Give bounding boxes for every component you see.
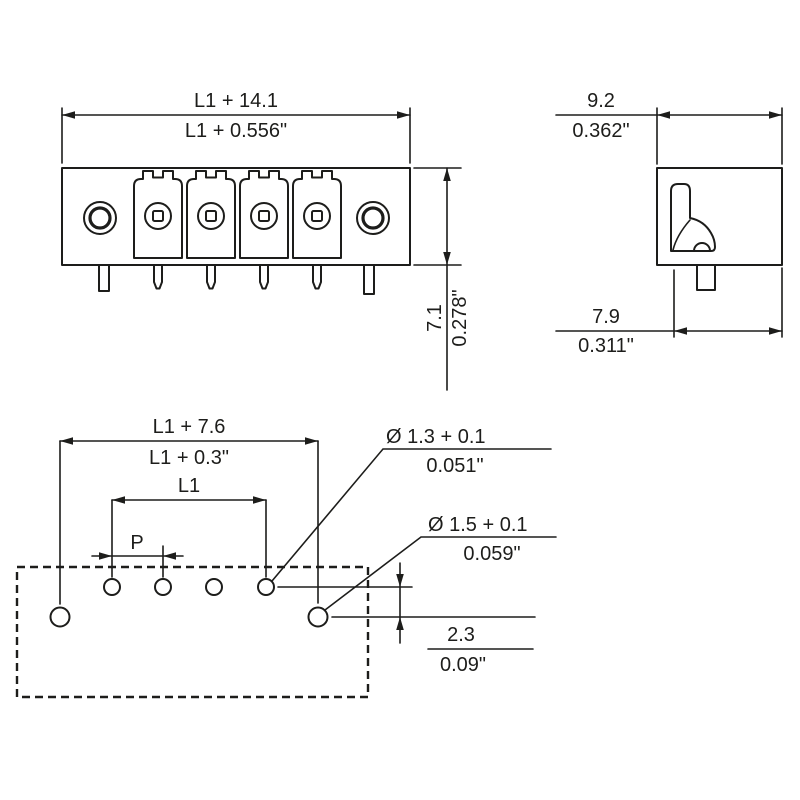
pcb-hole-small-2 bbox=[154, 578, 172, 596]
latch-roller-detail bbox=[693, 242, 711, 252]
mounting-flange-right-inner bbox=[361, 206, 385, 230]
arrowhead-left bbox=[674, 327, 687, 335]
leader-line bbox=[324, 536, 557, 611]
front-view: L1 + 14.1 L1 + 0.556" 7.1 0.278" bbox=[61, 90, 471, 391]
pcb-hole-span-metric-label: L1 + 7.6 bbox=[153, 416, 226, 438]
callout-large-hole: Ø 1.5 + 0.1 0.059" bbox=[324, 514, 557, 611]
dim-pcb-hole-span: L1 + 7.6 L1 + 0.3" bbox=[59, 416, 319, 605]
arrowhead-right bbox=[397, 111, 410, 119]
arrowhead-left bbox=[112, 496, 125, 504]
arrowhead-right bbox=[769, 111, 782, 119]
arrowhead-left bbox=[62, 111, 75, 119]
arrowhead-right bbox=[253, 496, 266, 504]
arrowhead-right bbox=[305, 437, 318, 445]
pcb-drilling-plan: L1 + 7.6 L1 + 0.3" L1 P Ø 1.3 + 0.1 0.05… bbox=[15, 416, 557, 699]
dim-front-width: L1 + 14.1 L1 + 0.556" bbox=[61, 90, 411, 164]
solder-pin-2 bbox=[206, 264, 216, 290]
solder-pin-1 bbox=[153, 264, 163, 290]
pcb-pitch-label: P bbox=[130, 532, 143, 554]
mounting-flange-left-inner bbox=[88, 206, 112, 230]
front-body-outline bbox=[61, 167, 411, 266]
front-height-inch-label: 0.278" bbox=[449, 289, 471, 346]
arrowhead-right bbox=[769, 327, 782, 335]
large-hole-metric-label: Ø 1.5 + 0.1 bbox=[428, 514, 528, 536]
dim-side-latch-depth: 7.9 0.311" bbox=[555, 267, 783, 357]
terminal-pole-1 bbox=[133, 170, 183, 259]
mounting-flange-left-outer bbox=[83, 201, 117, 235]
side-view: 9.2 0.362" 7.9 0.311" bbox=[555, 90, 783, 357]
pcb-hole-large-left bbox=[49, 606, 71, 628]
arrowhead-left bbox=[60, 437, 73, 445]
small-hole-metric-label: Ø 1.3 + 0.1 bbox=[386, 426, 486, 448]
row-offset-inch-label: 0.09" bbox=[440, 654, 486, 676]
latch-lever bbox=[670, 183, 716, 252]
pcb-pole-span-label: L1 bbox=[178, 475, 200, 497]
latch-inner-edge bbox=[672, 219, 691, 251]
large-hole-inch-label: 0.059" bbox=[463, 543, 520, 565]
side-depth-metric-label: 9.2 bbox=[587, 90, 615, 112]
solder-pin-4 bbox=[312, 264, 322, 290]
pcb-outline-dashed bbox=[15, 565, 370, 699]
solder-peg-right bbox=[363, 264, 375, 295]
pcb-hole-span-inch-label: L1 + 0.3" bbox=[149, 447, 229, 469]
arrowhead-up bbox=[443, 168, 451, 181]
small-hole-inch-label: 0.051" bbox=[426, 455, 483, 477]
terminal-pole-3 bbox=[239, 170, 289, 259]
front-width-inch-label: L1 + 0.556" bbox=[185, 120, 287, 142]
arrowhead-down bbox=[443, 252, 451, 265]
dim-side-depth: 9.2 0.362" bbox=[555, 90, 783, 165]
pcb-hole-small-3 bbox=[205, 578, 223, 596]
side-depth-inch-label: 0.362" bbox=[572, 120, 629, 142]
side-latch-depth-inch-label: 0.311" bbox=[578, 335, 634, 357]
pcb-hole-large-right bbox=[307, 606, 329, 628]
pcb-hole-small-4 bbox=[257, 578, 275, 596]
arrowhead-up bbox=[396, 617, 404, 630]
side-body-outline bbox=[656, 167, 783, 266]
side-latch-depth-metric-label: 7.9 bbox=[592, 306, 620, 328]
leader-line bbox=[271, 448, 552, 582]
pcb-hole-small-1 bbox=[103, 578, 121, 596]
dim-pcb-pole-span: L1 bbox=[111, 475, 267, 578]
dim-pcb-row-offset: 2.3 0.09" bbox=[277, 562, 536, 676]
arrowhead-left bbox=[163, 552, 176, 560]
arrowhead-right bbox=[99, 552, 112, 560]
arrowhead-left bbox=[657, 111, 670, 119]
callout-small-hole: Ø 1.3 + 0.1 0.051" bbox=[271, 426, 552, 582]
arrowhead-down bbox=[396, 574, 404, 587]
dim-front-height: 7.1 0.278" bbox=[413, 167, 471, 391]
front-width-metric-label: L1 + 14.1 bbox=[194, 90, 278, 112]
terminal-pole-2 bbox=[186, 170, 236, 259]
mounting-flange-right-outer bbox=[356, 201, 390, 235]
front-height-metric-label: 7.1 bbox=[424, 304, 446, 332]
side-solder-leg bbox=[696, 264, 716, 291]
row-offset-metric-label: 2.3 bbox=[447, 624, 475, 646]
solder-peg-left bbox=[98, 264, 110, 292]
solder-pin-3 bbox=[259, 264, 269, 290]
dim-pcb-pitch: P bbox=[91, 532, 184, 578]
terminal-pole-4 bbox=[292, 170, 342, 259]
